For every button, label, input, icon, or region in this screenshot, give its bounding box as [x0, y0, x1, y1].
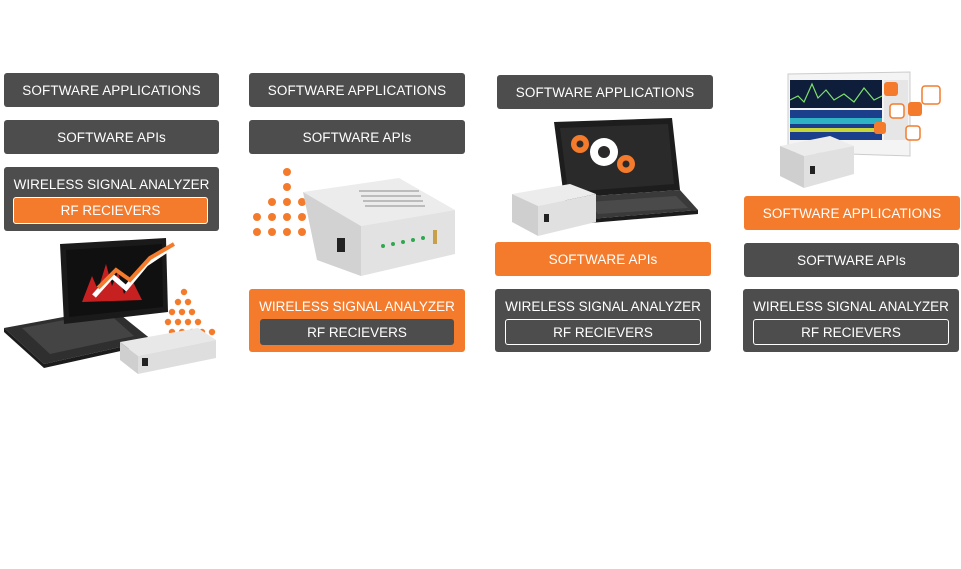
laptop-spectrum-with-analyzer-icon	[4, 238, 216, 374]
col1-receivers-highlight: RF RECIEVERS	[13, 197, 208, 224]
col2-receivers: RF RECIEVERS	[260, 319, 454, 345]
col4-software-applications-highlight: SOFTWARE APPLICATIONS	[744, 196, 960, 230]
signal-analyzer-device-icon	[253, 168, 455, 276]
col3-analyzer-stack: WIRELESS SIGNAL ANALYZER RF RECIEVERS	[495, 289, 711, 352]
spectrum-software-window-with-analyzer-icon	[780, 71, 941, 188]
col3-software-apis-highlight: SOFTWARE APIs	[495, 242, 711, 276]
laptop-gears-with-analyzer-icon	[512, 118, 698, 236]
col1-software-apis: SOFTWARE APIs	[4, 120, 219, 154]
col1-software-applications: SOFTWARE APPLICATIONS	[4, 73, 219, 107]
col2-software-apis: SOFTWARE APIs	[249, 120, 465, 154]
col4-analyzer-stack: WIRELESS SIGNAL ANALYZER RF RECIEVERS	[743, 289, 959, 352]
col1-analyzer-stack: WIRELESS SIGNAL ANALYZER RF RECIEVERS	[4, 167, 219, 231]
col2-analyzer-label: WIRELESS SIGNAL ANALYZER	[259, 299, 455, 314]
col4-analyzer-label: WIRELESS SIGNAL ANALYZER	[753, 299, 949, 314]
col1-analyzer-label: WIRELESS SIGNAL ANALYZER	[13, 177, 210, 192]
col3-software-applications: SOFTWARE APPLICATIONS	[497, 75, 713, 109]
col3-analyzer-label: WIRELESS SIGNAL ANALYZER	[505, 299, 701, 314]
col3-receivers: RF RECIEVERS	[505, 319, 701, 345]
col4-software-apis: SOFTWARE APIs	[744, 243, 959, 277]
col2-software-applications: SOFTWARE APPLICATIONS	[249, 73, 465, 107]
col2-analyzer-stack: WIRELESS SIGNAL ANALYZER RF RECIEVERS	[249, 289, 465, 352]
col4-receivers: RF RECIEVERS	[753, 319, 949, 345]
